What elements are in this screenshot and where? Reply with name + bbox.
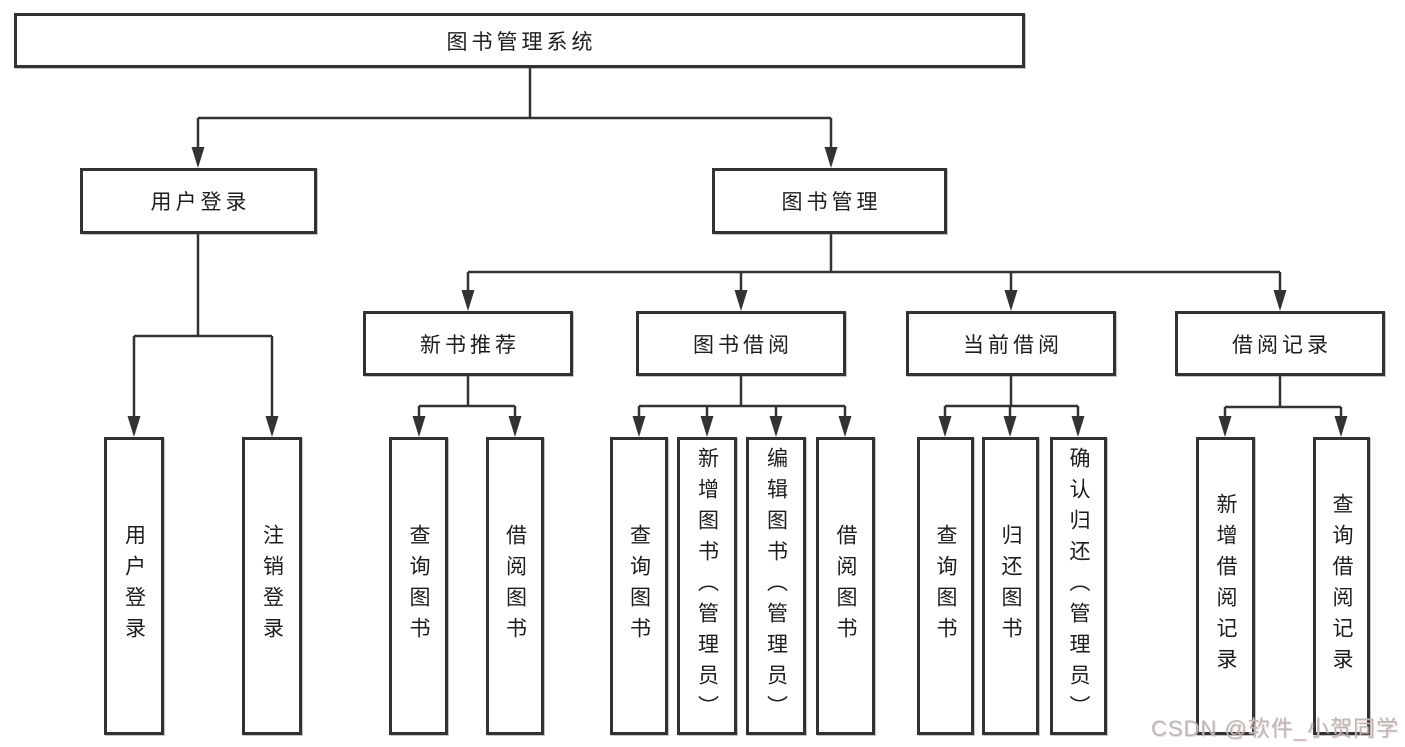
node-label: 编辑图书（管理员） [764, 446, 788, 726]
leaf-user-login: 用户登录 [104, 437, 164, 735]
node-new-book-recommendation: 新书推荐 [363, 311, 573, 376]
leaf-add-books-admin: 新增图书（管理员） [677, 437, 737, 735]
leaf-borrow-books-borrowing: 借阅图书 [816, 437, 875, 735]
node-label: 查询图书 [627, 524, 651, 648]
node-current-borrowing: 当前借阅 [906, 311, 1116, 376]
node-label: 用户登录 [122, 524, 146, 648]
node-label: 借阅图书 [503, 524, 527, 648]
node-label: 图书管理 [781, 191, 882, 214]
node-label: 借阅记录 [1232, 333, 1332, 357]
leaf-add-borrow-record: 新增借阅记录 [1196, 437, 1255, 735]
node-book-management: 图书管理 [712, 168, 947, 234]
node-label: 图书管理系统 [446, 30, 597, 54]
node-label: 查询借阅记录 [1330, 493, 1353, 679]
node-label: 新增借阅记录 [1214, 493, 1237, 679]
node-library-management-system: 图书管理系统 [14, 13, 1025, 68]
node-label: 查询图书 [407, 524, 430, 648]
leaf-query-borrow-record: 查询借阅记录 [1313, 437, 1370, 735]
leaf-query-books-borrowing: 查询图书 [610, 437, 668, 735]
node-label: 注销登录 [260, 524, 284, 648]
leaf-borrow-books-recommend: 借阅图书 [486, 437, 544, 735]
leaf-confirm-return-admin: 确认归还（管理员） [1050, 437, 1107, 735]
node-borrowing-records: 借阅记录 [1175, 311, 1385, 376]
connector-paths [132, 68, 1343, 433]
leaf-logout: 注销登录 [242, 437, 302, 735]
node-label: 当前借阅 [963, 333, 1063, 357]
node-label: 新增图书（管理员） [695, 446, 719, 726]
node-label: 确认归还（管理员） [1067, 446, 1090, 726]
node-book-borrowing: 图书借阅 [636, 311, 846, 376]
csdn-watermark: CSDN @软件_小贺同学 [1150, 716, 1399, 741]
node-label: 图书借阅 [693, 333, 793, 357]
leaf-query-books-recommend: 查询图书 [389, 437, 448, 735]
node-user-login: 用户登录 [80, 168, 317, 234]
leaf-return-books: 归还图书 [982, 437, 1039, 735]
node-label: 查询图书 [934, 524, 957, 648]
node-label: 新书推荐 [420, 333, 520, 357]
node-label: 借阅图书 [834, 524, 857, 648]
node-label: 用户登录 [150, 191, 251, 214]
leaf-query-books-current: 查询图书 [917, 437, 974, 735]
leaf-edit-books-admin: 编辑图书（管理员） [746, 437, 806, 735]
node-label: 归还图书 [999, 524, 1022, 648]
arrowheads [127, 147, 1348, 437]
